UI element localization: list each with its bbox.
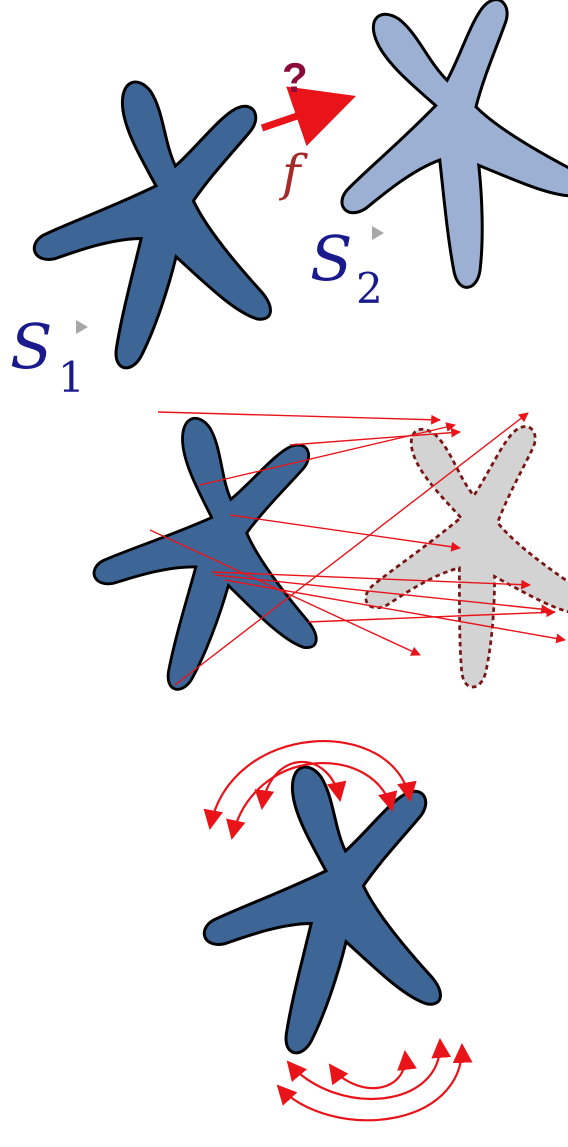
partial-target-shape <box>312 388 568 714</box>
source-label: S 1 <box>10 310 88 402</box>
source-label-subscript: 1 <box>58 353 85 402</box>
target-label: S 2 <box>310 222 384 313</box>
correspondence-lines <box>149 411 566 686</box>
correspondence-line <box>157 411 441 425</box>
panel-point-correspondences <box>77 388 568 714</box>
symmetry-arc <box>203 740 417 830</box>
function-label: f <box>278 144 308 202</box>
target-label-symbol: S <box>310 222 352 295</box>
correspondence-line <box>174 412 529 686</box>
lower-symmetry-arrows <box>276 1038 473 1122</box>
source-marker-icon <box>76 320 88 334</box>
source-shape-2 <box>77 405 334 699</box>
panel-shape-correspondence: ? f S 1 S 2 <box>10 0 568 402</box>
panel-symmetry <box>181 740 473 1122</box>
upper-symmetry-arrows <box>203 740 417 840</box>
symmetric-shape <box>181 749 460 1065</box>
question-mark: ? <box>282 54 308 101</box>
correspondence-line <box>224 579 566 644</box>
symmetry-arc <box>286 1038 452 1101</box>
correspondence-line <box>149 529 421 656</box>
symmetry-arc <box>276 1043 473 1122</box>
target-label-subscript: 2 <box>356 264 383 313</box>
target-marker-icon <box>372 226 384 240</box>
correspondence-line <box>229 514 461 552</box>
symmetry-arc <box>254 760 347 810</box>
correspondence-line <box>307 607 556 623</box>
symmetry-arc <box>328 1050 417 1090</box>
source-shape <box>11 64 290 380</box>
correspondence-line <box>199 422 456 486</box>
correspondence-line <box>214 574 551 614</box>
source-label-symbol: S <box>10 310 52 383</box>
correspondence-line <box>289 427 461 446</box>
correspondence-line <box>211 571 531 590</box>
mapping-arrow <box>260 86 356 147</box>
